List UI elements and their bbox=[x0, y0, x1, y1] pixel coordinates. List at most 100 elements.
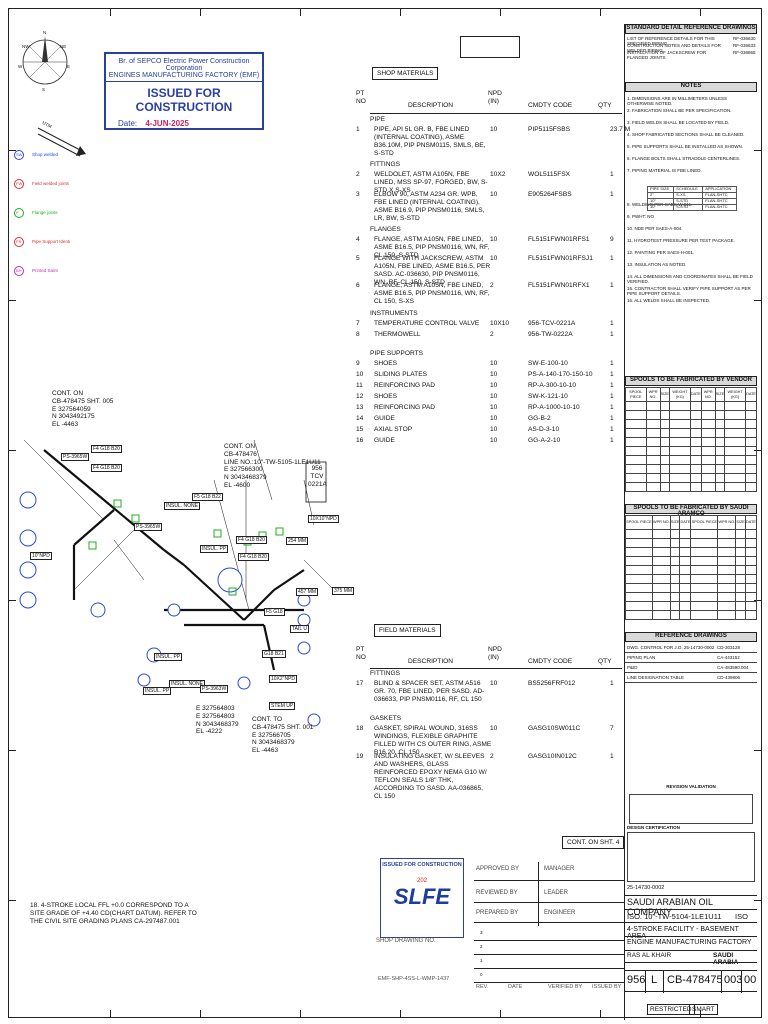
aramco-cell bbox=[735, 601, 746, 611]
drawing-tag: INSUL. NONE bbox=[164, 502, 200, 510]
aramco-cell bbox=[744, 529, 758, 539]
drawing-sheet bbox=[8, 8, 762, 1018]
vendor-cell bbox=[714, 437, 726, 447]
vendor-cell bbox=[659, 419, 670, 429]
aramco-cell bbox=[679, 601, 692, 611]
legend-code: BH bbox=[16, 268, 22, 273]
cont-on-2-line-5: EL -4600 bbox=[224, 481, 251, 489]
stamp-date: 4-JUN-2025 bbox=[145, 119, 189, 128]
drawing-tag: 10"NPD bbox=[30, 552, 52, 560]
aramco-cell bbox=[735, 547, 746, 557]
shop-cmdty: FL5151FWN01RFSJ1 bbox=[528, 255, 593, 262]
note-item: 3. FIELD WELDS SHALL BE LOCATED BY FIELD… bbox=[627, 120, 730, 125]
col-npd: NPD (IN) bbox=[488, 90, 502, 106]
cont-to: CONT. TO CB-478475 SHT. 001 E 327566705 … bbox=[252, 716, 313, 755]
title-box bbox=[460, 36, 520, 58]
note-item: 15. CONTRACTOR SHALL VERIFY PIPE SUPPORT… bbox=[627, 286, 751, 297]
aramco-col: SPOOL PIECE bbox=[690, 515, 719, 530]
aramco-cell bbox=[735, 574, 746, 584]
drawing-tag: INSUL. PP bbox=[200, 545, 229, 553]
shop-pt: 8 bbox=[356, 330, 360, 338]
legend-bh-icon: BH bbox=[14, 266, 24, 276]
field-header-rule bbox=[370, 668, 622, 669]
field-group-label: FITTINGS bbox=[370, 670, 401, 677]
aramco-cell bbox=[744, 565, 758, 575]
drawing-tag: G18 B21 bbox=[262, 650, 286, 658]
shop-group-label: INSTRUMENTS bbox=[370, 309, 418, 317]
vendor-col: WEIGHT (KG) bbox=[668, 387, 691, 402]
index: L bbox=[651, 974, 658, 986]
aramco-row bbox=[625, 538, 758, 548]
aramco-cell bbox=[679, 610, 692, 620]
vendor-cell bbox=[645, 410, 661, 420]
field-col-qty: QTY bbox=[598, 658, 612, 665]
shop-desc: THERMOWELL bbox=[374, 330, 421, 338]
legend-label: Printed Saint bbox=[32, 268, 58, 273]
vendor-cell bbox=[645, 464, 661, 474]
shop-npd: 10 bbox=[490, 404, 498, 412]
shop-cmdty: PIP5115FSBS bbox=[528, 126, 571, 133]
appr-rule-1 bbox=[474, 880, 624, 881]
std-row-no: RF-036865 bbox=[733, 50, 756, 55]
aramco-cell bbox=[651, 574, 671, 584]
jo-number: 25-14730-0002 bbox=[627, 885, 665, 891]
stamp-status: ISSUED FOR CONSTRUCTION bbox=[135, 86, 233, 114]
sep-1 bbox=[645, 971, 646, 993]
cont-on-1-line-3: N 3043492175 bbox=[52, 413, 95, 421]
drawing-tag: F5 G18 B22 bbox=[192, 493, 223, 501]
aramco-cell bbox=[735, 556, 746, 566]
legend-code: F bbox=[16, 210, 19, 215]
aramco-row bbox=[625, 529, 758, 539]
shop-cmdty: AS-D-3-10 bbox=[528, 426, 560, 434]
vendor-cell bbox=[714, 410, 726, 420]
field-desc: BLIND & SPACER SET, ASTM A516 GR. 70, FB… bbox=[374, 680, 485, 704]
aramco-cell bbox=[735, 538, 746, 548]
shop-desc: WELDOLET, ASTM A105N, FBE LINED, MSS SP-… bbox=[374, 171, 488, 195]
vendor-cell bbox=[689, 464, 702, 474]
aramco-cell bbox=[679, 583, 692, 593]
tick-left-5 bbox=[8, 900, 16, 901]
vendor-cell bbox=[689, 410, 702, 420]
shop-cmdty: E905264FSBS bbox=[528, 190, 572, 198]
vendor-cell bbox=[668, 464, 691, 474]
vendor-col: SIZE bbox=[714, 387, 726, 402]
note-item: 9. PWHT: NO bbox=[627, 214, 655, 219]
smart-label: SMART bbox=[689, 1004, 718, 1015]
vendor-cell bbox=[714, 419, 726, 429]
shop-desc: ELBOW 90, ASTM A234 GR. WPB, FBE LINED (… bbox=[374, 190, 485, 222]
stamp-company: Br. of SEPCO Electric Power Construction… bbox=[118, 58, 250, 72]
tick-top-2 bbox=[300, 8, 301, 16]
factory: ENGINE MANUFACTURING FACTORY bbox=[627, 939, 752, 946]
vendor-row bbox=[625, 401, 757, 411]
vendor-cell bbox=[659, 473, 670, 483]
aramco-cell bbox=[744, 583, 758, 593]
drawing-tag: F4 G18 B20 bbox=[91, 464, 122, 472]
shop-cmdty: SW-K-121-10 bbox=[528, 393, 568, 400]
shop-group-label: FLANGES bbox=[370, 225, 401, 233]
rev-num-1: 1 bbox=[480, 958, 483, 963]
aramco-cell bbox=[717, 592, 737, 602]
aramco-cell bbox=[625, 592, 653, 602]
col-qty: QTY bbox=[598, 102, 612, 109]
aramco-cell bbox=[651, 610, 671, 620]
vendor-cell bbox=[745, 437, 757, 447]
vendor-cell bbox=[668, 410, 691, 420]
notes-grid-cell: FLAN-SHTC bbox=[702, 204, 737, 211]
drawing-tag: STEM UP bbox=[269, 702, 296, 710]
compass-icon bbox=[22, 36, 68, 85]
vendor-row bbox=[625, 455, 757, 465]
shop-cmdty: FL5151FWN01RFS1 bbox=[528, 235, 590, 243]
aramco-cell bbox=[651, 556, 671, 566]
vendor-cell bbox=[745, 446, 757, 456]
aramco-cell bbox=[625, 529, 653, 539]
shop-npd: 10 bbox=[490, 426, 498, 434]
aramco-cell bbox=[744, 547, 758, 557]
cont-to-line-4: EL -4463 bbox=[252, 747, 279, 755]
field-col-npd: NPD (IN) bbox=[488, 646, 502, 662]
aramco-cell bbox=[690, 574, 719, 584]
field-col-desc: DESCRIPTION bbox=[408, 658, 454, 665]
shop-qty: 1 bbox=[610, 319, 614, 327]
drawing-tag: INSUL. NONE bbox=[169, 680, 205, 688]
